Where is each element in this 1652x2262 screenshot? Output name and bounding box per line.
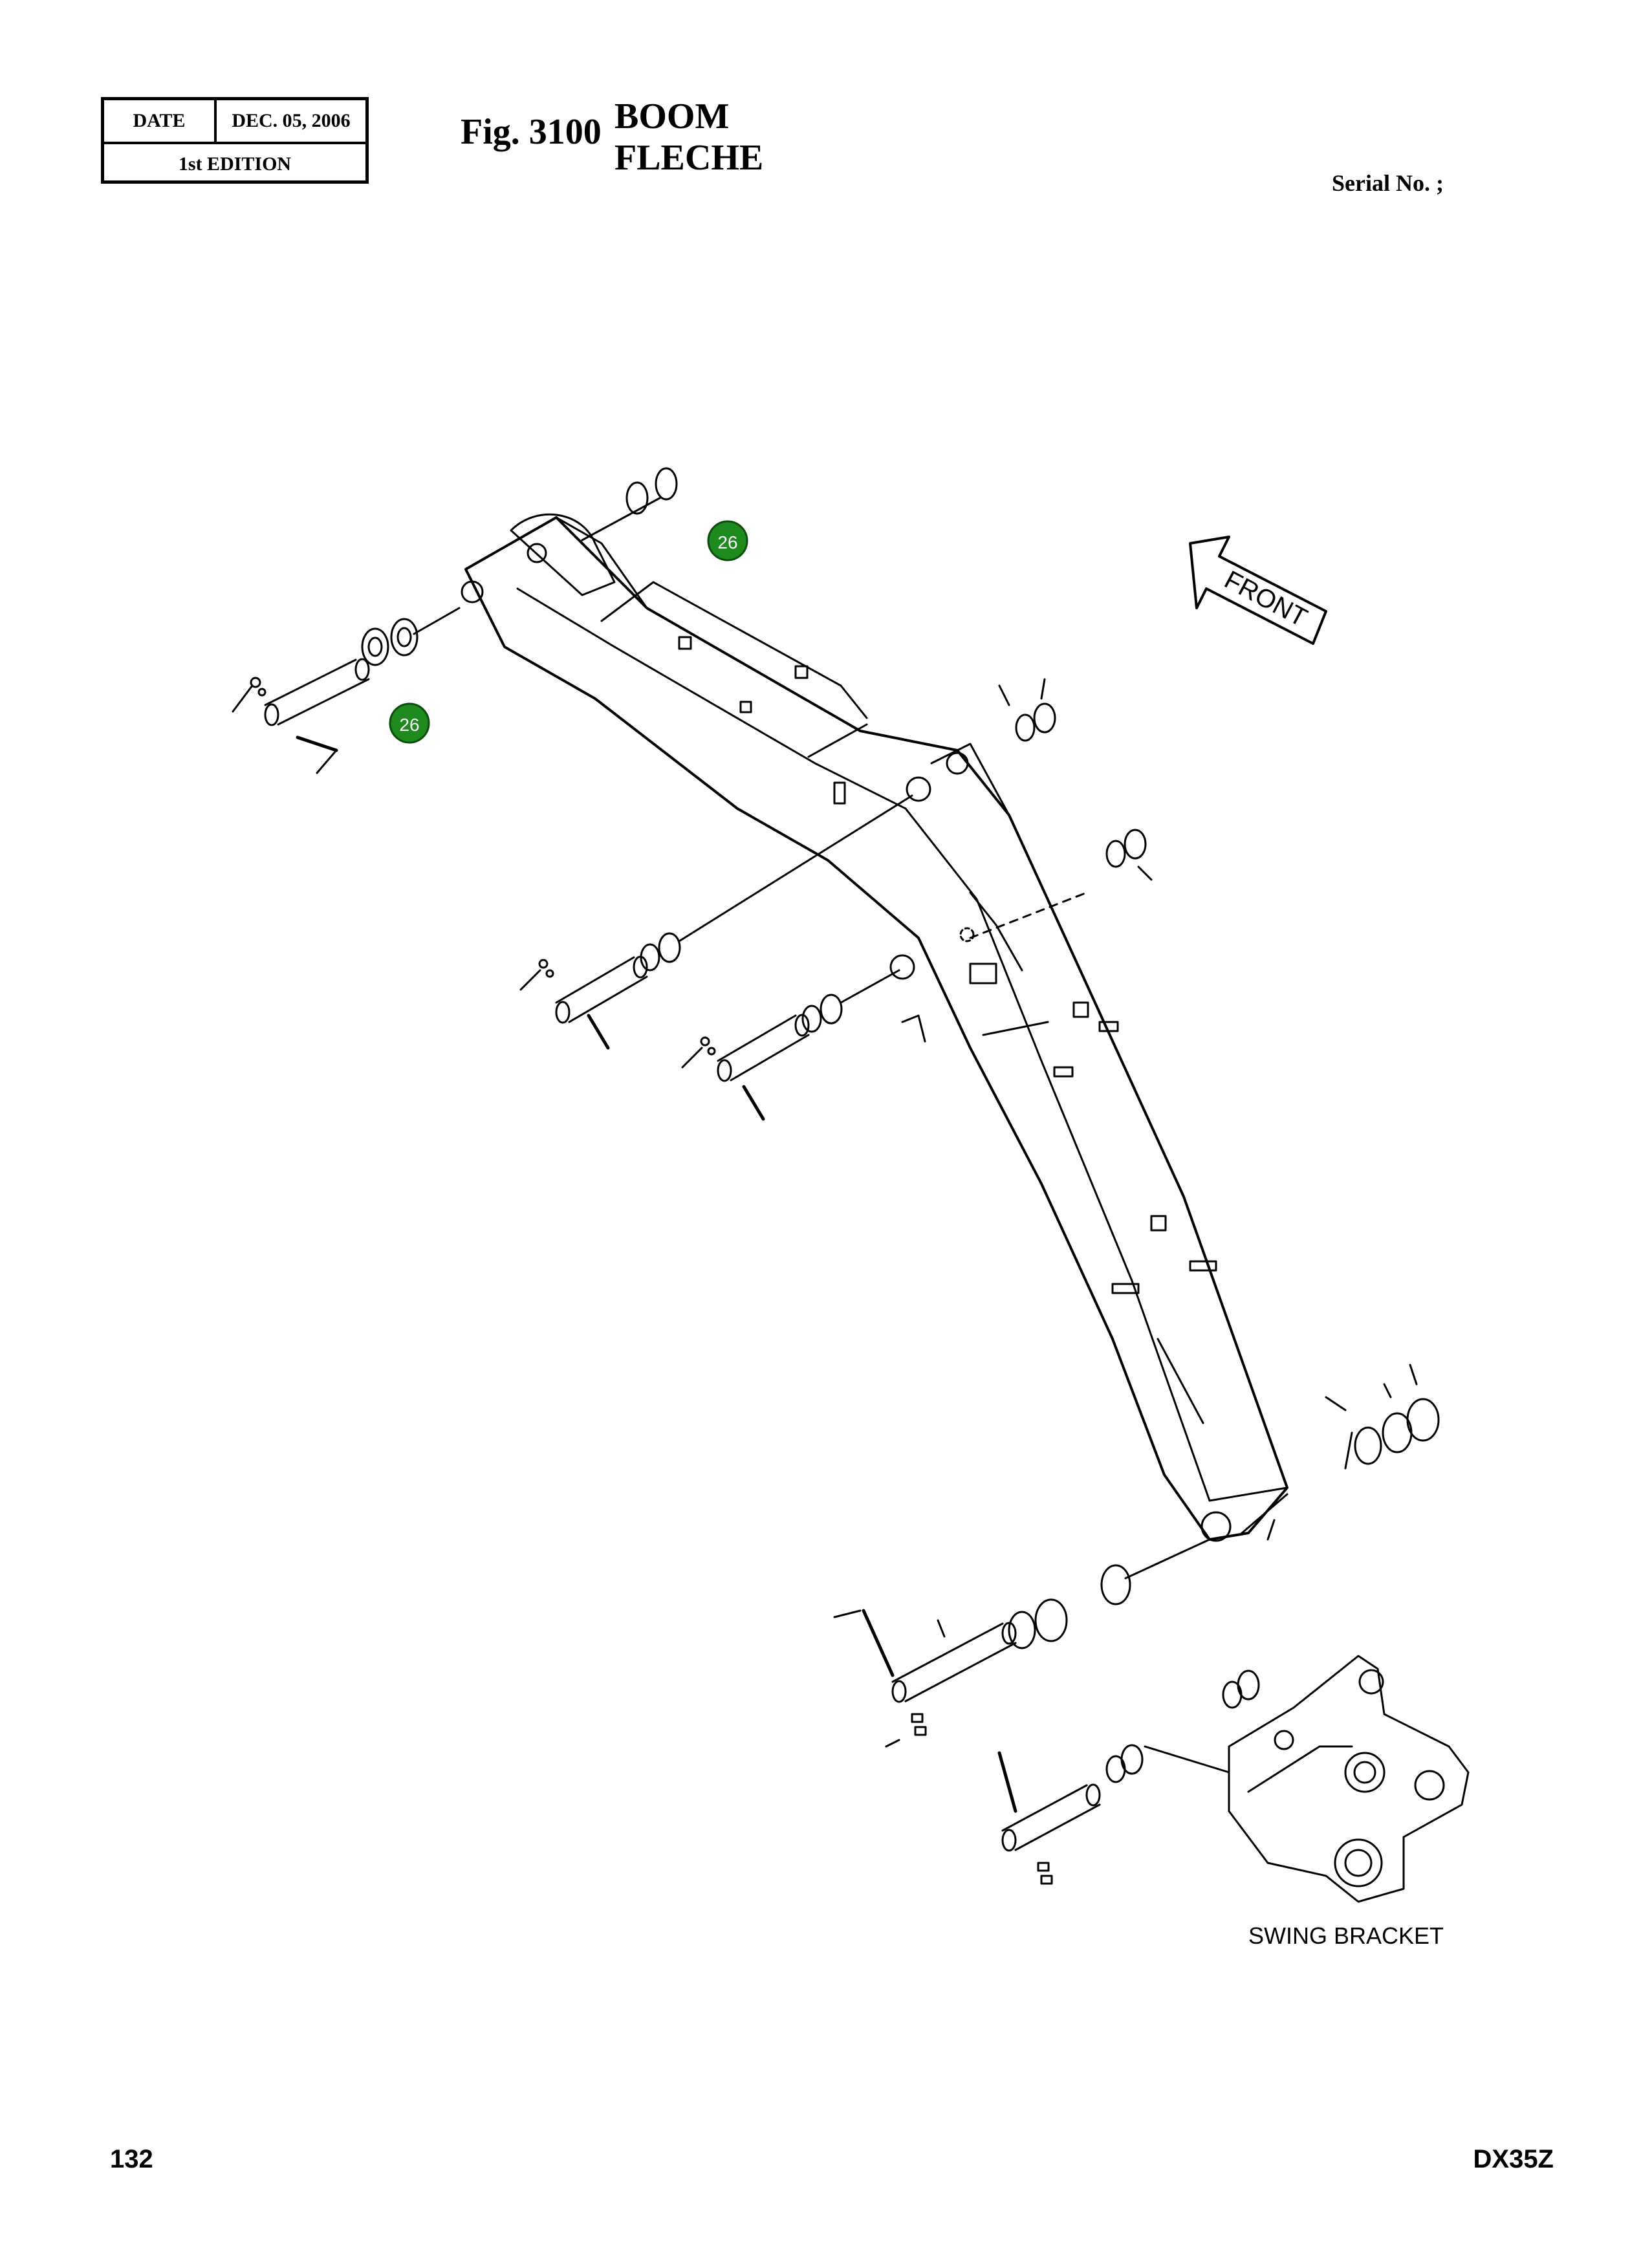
figure-title-english: BOOM bbox=[614, 96, 730, 136]
figure-title: BOOM FLECHE bbox=[614, 96, 763, 179]
front-arrow: FRONT bbox=[1189, 536, 1327, 645]
swing-bracket-label: SWING BRACKET bbox=[1248, 1922, 1444, 1949]
model-name: DX35Z bbox=[1473, 2145, 1554, 2173]
figure-title-french: FLECHE bbox=[614, 138, 764, 178]
page-number: 132 bbox=[110, 2145, 153, 2173]
serial-number: Serial No. ; bbox=[1332, 170, 1444, 196]
date-row: DATE DEC. 05, 2006 bbox=[104, 100, 365, 144]
foot-bushing-assembly bbox=[1008, 1364, 1440, 1649]
date-value: DEC. 05, 2006 bbox=[232, 110, 351, 131]
front-label: FRONT bbox=[1220, 565, 1312, 633]
swing-pin bbox=[997, 1669, 1260, 1885]
boom-body bbox=[461, 513, 1288, 1542]
date-label: DATE bbox=[104, 100, 217, 142]
callout-number: 26 bbox=[399, 715, 419, 735]
upper-pin-assembly bbox=[232, 467, 678, 774]
figure-number: Fig. 3100 bbox=[461, 112, 602, 152]
foot-pin bbox=[833, 1609, 1017, 1748]
edition-label: 1st EDITION bbox=[178, 153, 292, 175]
date-edition-box: DATE DEC. 05, 2006 1st EDITION bbox=[101, 97, 369, 184]
upper-right-washers bbox=[998, 678, 1153, 881]
swing-bracket bbox=[1228, 1655, 1470, 1903]
mid-pin-assembly-1 bbox=[519, 794, 913, 1050]
callout-badge-1: 26 bbox=[707, 520, 748, 561]
callout-number: 26 bbox=[717, 532, 737, 552]
mid-pin-assembly-2 bbox=[681, 969, 926, 1121]
callout-badge-2: 26 bbox=[389, 702, 430, 744]
